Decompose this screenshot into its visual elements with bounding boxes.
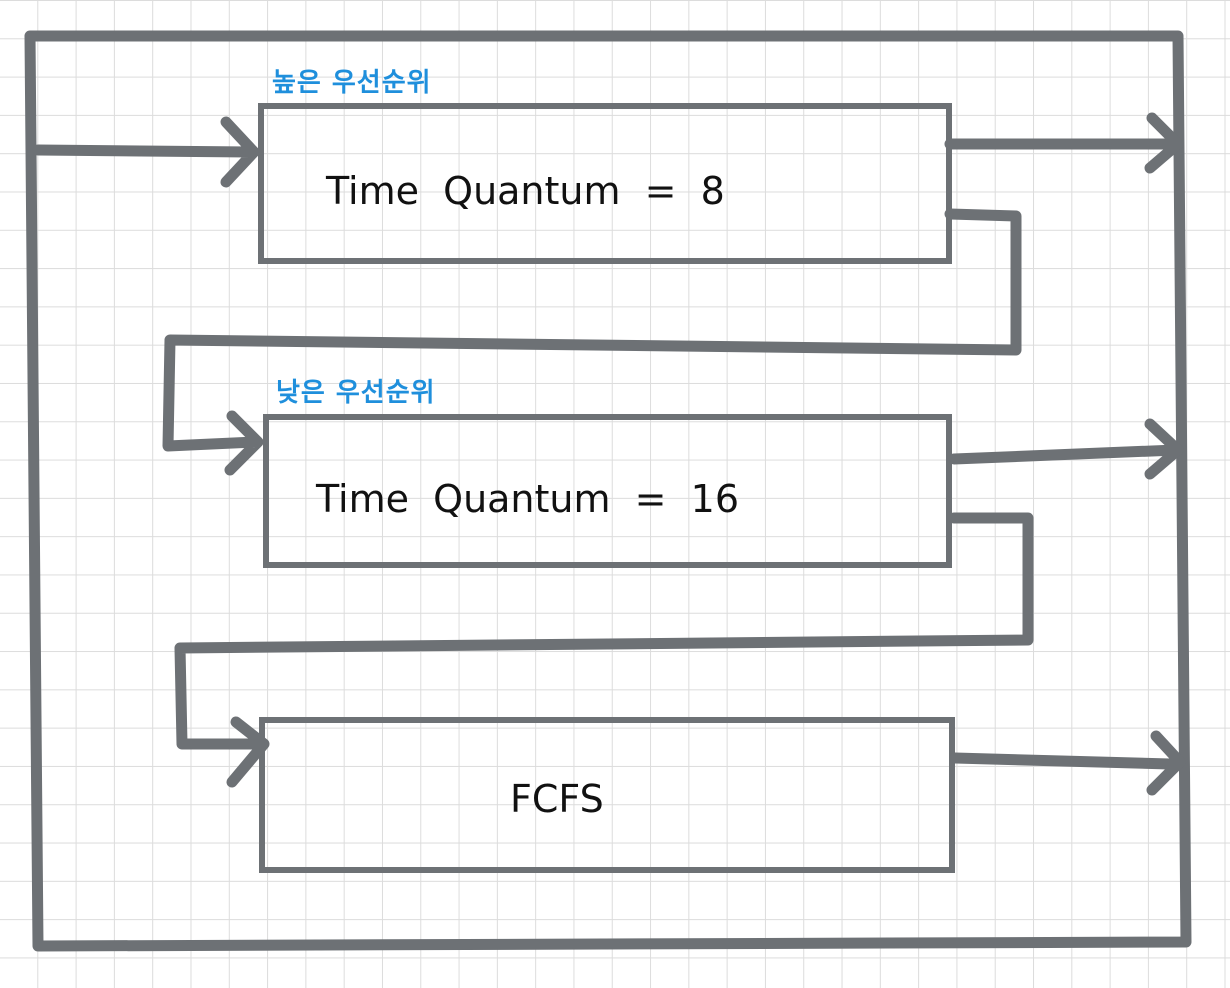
queue-box-2 [263, 414, 952, 568]
low-priority-label: 낮은 우선순위 [276, 378, 436, 408]
queue-2-text: Time Quantum = 16 [315, 477, 739, 521]
exit-arrow-2 [948, 418, 1184, 480]
queue-3-text: FCFS [510, 777, 604, 821]
high-priority-label: 높은 우선순위 [272, 68, 432, 98]
queue-1-text: Time Quantum = 8 [325, 169, 725, 213]
queue-box-1 [258, 103, 952, 264]
entry-arrow [32, 116, 260, 188]
queue-box-3 [259, 717, 955, 873]
exit-arrow-1 [944, 112, 1184, 174]
outer-frame [24, 30, 1192, 952]
exit-arrow-3 [949, 730, 1186, 796]
demotion-path-2 [174, 512, 1034, 788]
demotion-path-1 [162, 208, 1022, 476]
